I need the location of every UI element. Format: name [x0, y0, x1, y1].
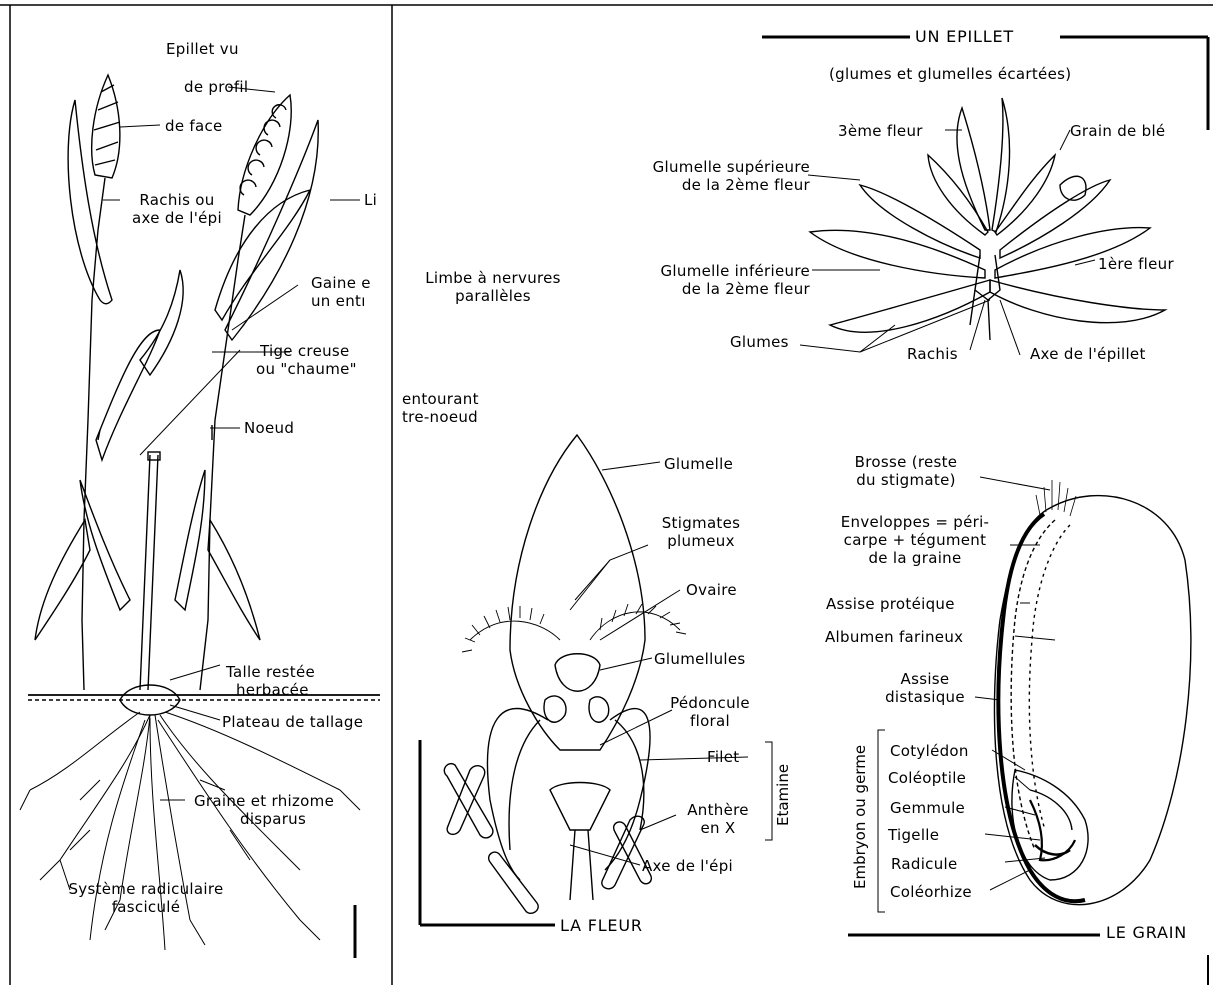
label-1ere-fleur: 1ère fleur	[1098, 255, 1174, 273]
label-assise-proteique: Assise protéique	[826, 595, 955, 613]
label-coleoptile: Coléoptile	[888, 769, 966, 787]
label-enveloppes: Enveloppes = péri- carpe + tégument de l…	[812, 513, 1018, 567]
label-limbe-line1: Limbe à nervures	[404, 269, 582, 287]
label-etamine: Etamine	[774, 756, 792, 826]
label-stigmates-line2: plumeux	[646, 532, 756, 550]
label-gaine-line2: un entı	[311, 292, 371, 310]
flower-drawing	[444, 435, 772, 913]
label-brosse-line1: Brosse (reste	[830, 453, 982, 471]
label-graine-line1: Graine et rhizome	[194, 792, 334, 810]
anther	[602, 816, 644, 889]
label-filet: Filet	[707, 748, 739, 766]
label-radicule: Radicule	[891, 855, 958, 873]
label-talle: Talle restée herbacée	[224, 663, 315, 699]
leaf	[80, 480, 130, 610]
leaf	[96, 330, 160, 460]
glumelle-left	[810, 230, 985, 278]
label-limbe: Limbe à nervures parallèles	[404, 269, 582, 305]
leaf	[68, 100, 112, 304]
label-systeme-line2: fasciculé	[56, 898, 236, 916]
glume-right	[990, 280, 1165, 323]
leaf	[140, 270, 183, 375]
label-talle-line1: Talle restée	[224, 663, 315, 681]
label-graine-line2: disparus	[194, 810, 334, 828]
label-tigelle: Tigelle	[888, 826, 939, 844]
label-anthere: Anthère en X	[672, 801, 764, 837]
label-de-face: de face	[165, 117, 223, 135]
label-embryon: Embryon ou germe	[851, 749, 869, 889]
label-glumelle: Glumelle	[664, 455, 733, 473]
label-brosse: Brosse (reste du stigmate)	[830, 453, 982, 489]
label-glumelle-sup-line2: de la 2ème fleur	[620, 176, 810, 194]
label-axe-epi: Axe de l'épi	[642, 857, 733, 875]
label-enveloppes-line2: carpe + tégument	[812, 531, 1018, 549]
label-de-profil: de profil	[184, 78, 248, 96]
label-anthere-line2: en X	[672, 819, 764, 837]
label-assise-distasique: Assise distasique	[870, 670, 980, 706]
label-plateau: Plateau de tallage	[222, 713, 363, 731]
label-glumes: Glumes	[730, 333, 789, 351]
ear-profile	[238, 95, 291, 215]
label-glumelle-sup-line1: Glumelle supérieure	[620, 158, 810, 176]
label-rachis-line1: Rachis ou	[112, 191, 242, 209]
label-noeud: Noeud	[244, 419, 294, 437]
label-entourant: entourant tre-noeud	[402, 390, 479, 426]
title-grain: LE GRAIN	[1106, 924, 1187, 942]
label-tige: Tige creuse ou "chaume"	[256, 342, 357, 378]
label-rachis-epillet: Rachis	[907, 345, 958, 363]
label-glumelle-inf-line1: Glumelle inférieure	[620, 262, 810, 280]
label-rachis: Rachis ou axe de l'épi	[112, 191, 242, 227]
label-li: Li	[364, 191, 377, 209]
label-axe-epillet: Axe de l'épillet	[1030, 345, 1146, 363]
label-glumellules: Glumellules	[654, 650, 746, 668]
label-stigmates: Stigmates plumeux	[646, 514, 756, 550]
label-albumen: Albumen farineux	[825, 628, 963, 646]
label-enveloppes-line1: Enveloppes = péri-	[812, 513, 1018, 531]
label-glumelle-inf-line2: de la 2ème fleur	[620, 280, 810, 298]
label-graine: Graine et rhizome disparus	[194, 792, 334, 828]
label-gaine-line1: Gaine e	[311, 274, 371, 292]
label-stigmates-line1: Stigmates	[646, 514, 756, 532]
label-grain-de-ble: Grain de blé	[1070, 122, 1165, 140]
anther	[447, 766, 485, 835]
label-pedoncule: Pédoncule floral	[660, 694, 760, 730]
label-systeme: Système radiculaire fasciculé	[56, 880, 236, 916]
label-epillet-vu: Epillet vu	[166, 40, 239, 58]
subtitle-epillet: (glumes et glumelles écartées)	[829, 65, 1071, 83]
label-gaine: Gaine e un entı	[311, 274, 371, 310]
label-brosse-line2: du stigmate)	[830, 471, 982, 489]
label-glumelle-sup: Glumelle supérieure de la 2ème fleur	[620, 158, 810, 194]
label-3eme-fleur: 3ème fleur	[838, 122, 923, 140]
label-assise-distasique-line1: Assise	[870, 670, 980, 688]
label-enveloppes-line3: de la graine	[812, 549, 1018, 567]
leaf	[175, 470, 205, 610]
label-tige-line2: ou "chaume"	[256, 360, 357, 378]
title-epillet: UN EPILLET	[915, 28, 1014, 46]
grain-outline	[994, 496, 1190, 905]
anther	[489, 852, 539, 913]
label-tige-line1: Tige creuse	[256, 342, 357, 360]
label-gemmule: Gemmule	[890, 799, 965, 817]
label-pedoncule-line1: Pédoncule	[660, 694, 760, 712]
label-anthere-line1: Anthère	[672, 801, 764, 819]
label-limbe-line2: parallèles	[404, 287, 582, 305]
label-coleorhize: Coléorhize	[890, 883, 972, 901]
label-cotyledon: Cotylédon	[890, 742, 969, 760]
title-fleur: LA FLEUR	[560, 917, 643, 935]
leaf	[208, 520, 260, 640]
glume-left	[830, 280, 990, 332]
label-entourant-line2: tre-noeud	[402, 408, 479, 426]
label-entourant-line1: entourant	[402, 390, 479, 408]
label-assise-distasique-line2: distasique	[870, 688, 980, 706]
leaf	[225, 120, 318, 340]
label-systeme-line1: Système radiculaire	[56, 880, 236, 898]
label-glumelle-inf: Glumelle inférieure de la 2ème fleur	[620, 262, 810, 298]
label-ovaire: Ovaire	[686, 581, 737, 599]
label-talle-line2: herbacée	[224, 681, 315, 699]
label-rachis-line2: axe de l'épi	[112, 209, 242, 227]
label-pedoncule-line2: floral	[660, 712, 760, 730]
glumelle-outline	[510, 435, 645, 750]
